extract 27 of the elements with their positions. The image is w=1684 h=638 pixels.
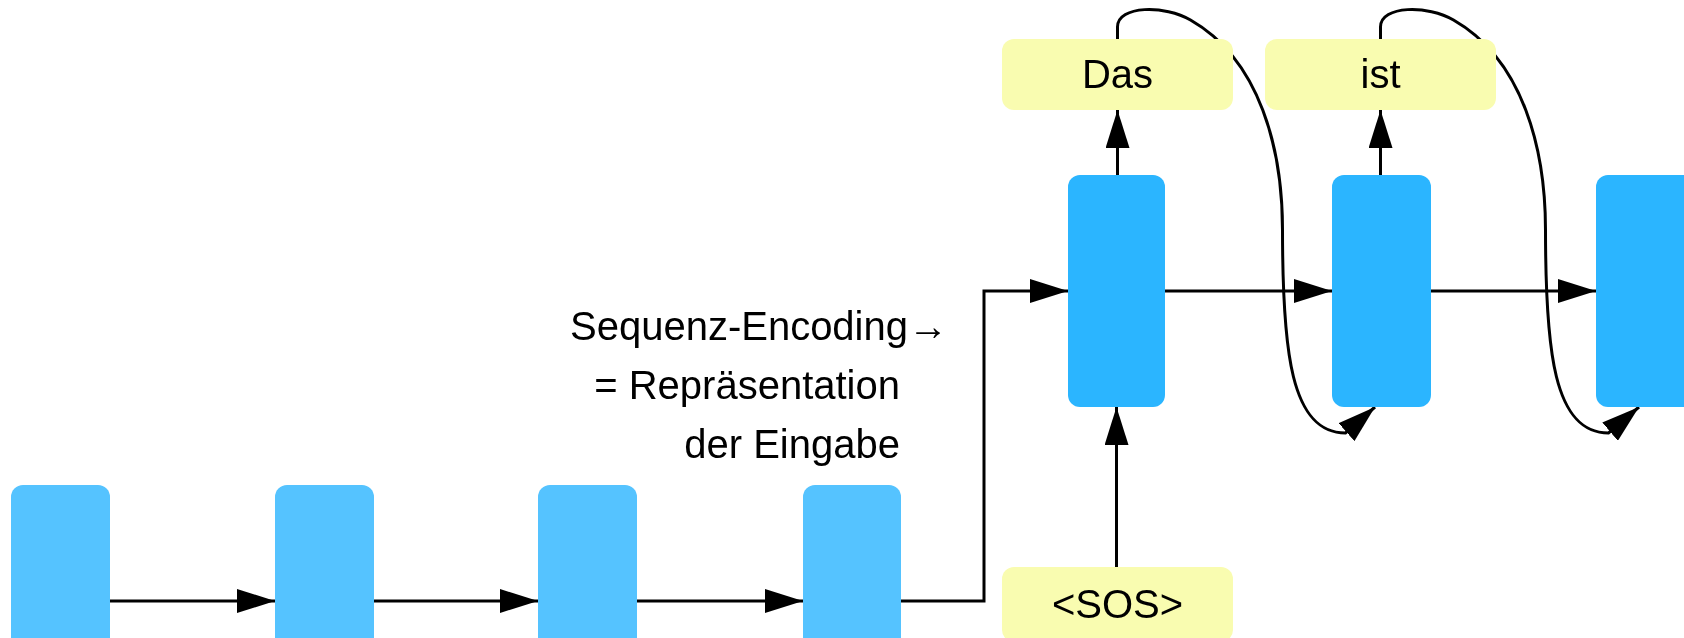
arrow [901,279,1068,603]
decoder-block [1596,175,1684,407]
feedback-arrow [1116,8,1376,442]
token-label: Das [1081,52,1154,97]
arrow [1165,279,1332,303]
arrow [1368,110,1393,175]
arrow [1105,110,1130,175]
feedback-arrow [1379,8,1640,441]
arrow [374,589,538,613]
arrow [637,589,803,613]
encoder-block [275,485,374,638]
arrow [110,589,275,613]
encoder-block [803,485,901,638]
decoder-block [1068,175,1165,407]
token-box [1002,567,1233,638]
decoder-block [1332,175,1431,407]
token-label: <SOS> [1051,582,1184,627]
encoder-block [538,485,637,638]
token-label: ist [1360,52,1401,97]
annotation-text: der Eingabe [684,421,900,467]
annotation-text: Sequenz-Encoding→ [569,303,948,349]
annotation-text: = Repräsentation [594,362,900,408]
token-box [1002,39,1233,110]
arrow [1431,279,1596,303]
arrow [1104,407,1129,567]
token-box [1265,39,1496,110]
encoder-block [11,485,110,638]
